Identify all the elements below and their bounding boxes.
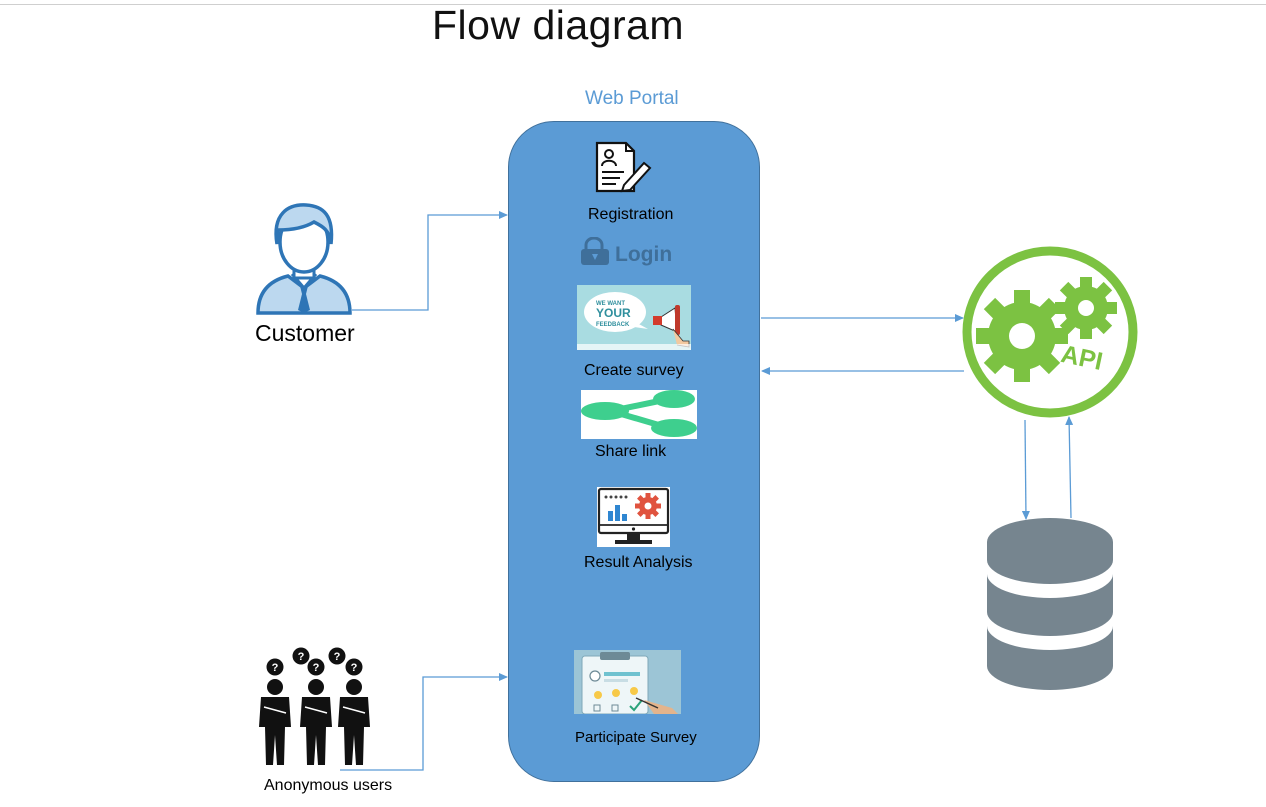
customer-avatar-icon [256, 203, 352, 315]
arrow-anonymous-to-portal [340, 673, 508, 771]
registration-form-icon [595, 141, 652, 193]
feedback-line-3: FEEDBACK [596, 322, 630, 328]
participate-survey-clipboard-icon [574, 650, 681, 714]
page-title: Flow diagram [432, 2, 685, 48]
anonymous-users-label: Anonymous users [264, 777, 393, 794]
arrow-customer-to-portal [352, 211, 508, 311]
customer-label: Customer [255, 320, 355, 346]
arrow-api-to-database [1021, 419, 1030, 520]
login-label: Login [615, 243, 672, 266]
feedback-line-1: WE WANT [596, 301, 625, 307]
svg-text:?: ? [351, 662, 358, 674]
web-portal-label: Web Portal [585, 88, 679, 109]
feedback-banner-image: WE WANT YOUR FEEDBACK [577, 285, 691, 350]
feedback-line-2: YOUR [596, 306, 631, 320]
participate-survey-label: Participate Survey [575, 729, 697, 746]
result-analysis-label: Result Analysis [584, 554, 693, 571]
svg-text:?: ? [334, 651, 341, 663]
database-icon [987, 518, 1113, 690]
arrow-database-to-api [1065, 416, 1074, 519]
share-link-icon [581, 390, 697, 439]
login-button-graphic: Login [581, 237, 672, 266]
create-survey-label: Create survey [584, 362, 684, 379]
result-analysis-monitor-icon [597, 487, 670, 547]
svg-text:?: ? [298, 651, 305, 663]
top-divider [0, 4, 1266, 5]
svg-text:?: ? [272, 662, 279, 674]
api-gear-icon: API [962, 246, 1138, 418]
anonymous-users-icon: ?? ??? [259, 647, 370, 765]
registration-label: Registration [588, 206, 674, 223]
share-link-label: Share link [595, 443, 667, 460]
svg-text:?: ? [313, 662, 320, 674]
